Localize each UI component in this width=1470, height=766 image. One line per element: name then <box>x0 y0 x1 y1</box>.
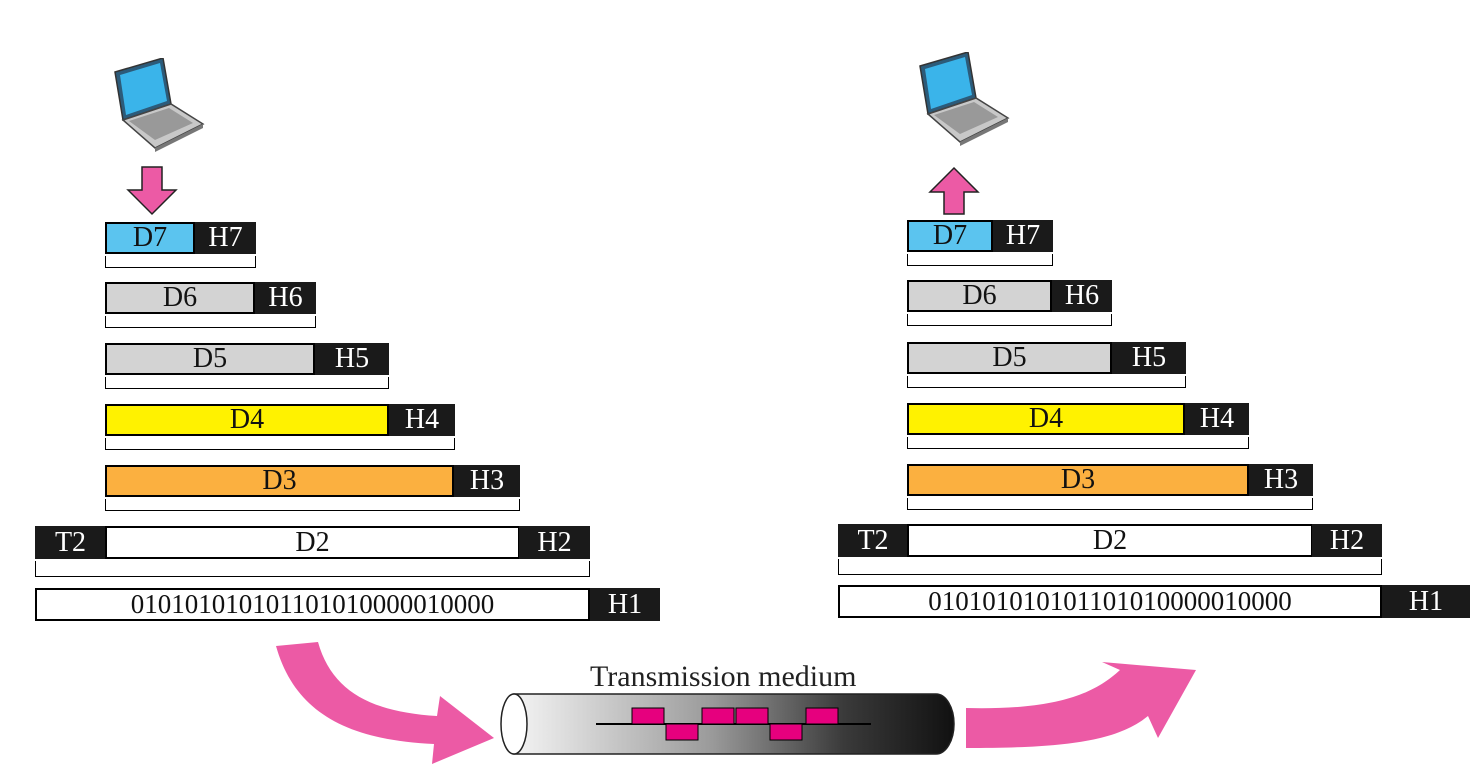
bracket <box>907 254 1053 266</box>
data-d3: D3 <box>907 464 1249 496</box>
bracket <box>105 438 455 450</box>
header-h7: H7 <box>993 220 1053 252</box>
header-h3: H3 <box>454 465 520 497</box>
data-d2: D2 <box>105 526 520 559</box>
header-h2: H2 <box>519 526 590 559</box>
data-d4: D4 <box>907 403 1185 435</box>
header-h5: H5 <box>315 343 389 375</box>
bracket <box>35 561 590 577</box>
curved-arrow-icon <box>966 662 1196 748</box>
trailer-t2: T2 <box>838 524 908 557</box>
bracket <box>105 316 316 328</box>
header-h6: H6 <box>1052 280 1112 312</box>
up-arrow-icon <box>928 166 980 215</box>
data-d6: D6 <box>907 280 1052 312</box>
header-h5: H5 <box>1112 342 1186 374</box>
data-d3: D3 <box>105 465 454 497</box>
medium-label: Transmission medium <box>590 660 857 693</box>
data-d6: D6 <box>105 282 255 314</box>
data-d5: D5 <box>907 342 1112 374</box>
bracket <box>907 498 1313 510</box>
bit-stream: 010101010101101010000010000 <box>35 588 590 621</box>
bracket <box>105 499 520 511</box>
header-h4: H4 <box>1185 403 1249 435</box>
bracket <box>907 314 1112 326</box>
bracket <box>907 376 1186 388</box>
data-d2: D2 <box>907 524 1313 557</box>
laptop-icon-receiver <box>919 52 1010 146</box>
header-h7: H7 <box>195 222 256 254</box>
curved-arrow-icon <box>276 642 494 764</box>
bracket <box>105 377 389 389</box>
header-h1: H1 <box>1382 585 1470 618</box>
header-h2: H2 <box>1312 524 1382 557</box>
bracket <box>105 256 256 268</box>
data-d4: D4 <box>105 404 389 436</box>
cable-icon <box>500 693 955 755</box>
data-d7: D7 <box>907 220 993 252</box>
trailer-t2: T2 <box>35 526 106 559</box>
bracket <box>838 559 1382 575</box>
bracket <box>907 437 1249 449</box>
bit-stream: 010101010101101010000010000 <box>838 585 1382 618</box>
header-h4: H4 <box>389 404 455 436</box>
down-arrow-icon <box>126 166 178 216</box>
laptop-icon-sender <box>114 58 205 152</box>
data-d5: D5 <box>105 343 315 375</box>
header-h3: H3 <box>1249 464 1313 496</box>
data-d7: D7 <box>105 222 195 254</box>
header-h1: H1 <box>590 588 660 621</box>
header-h6: H6 <box>255 282 316 314</box>
